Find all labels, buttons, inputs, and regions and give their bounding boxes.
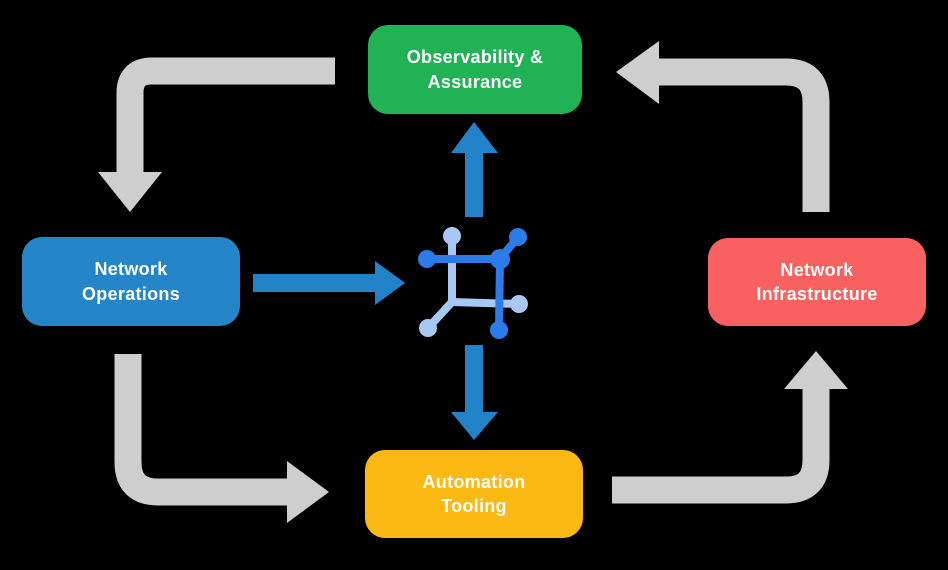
node-observability-assurance: Observability & Assurance xyxy=(368,25,582,114)
node-network-operations-label: Network Operations xyxy=(81,259,181,304)
arrow-platform-to-automation xyxy=(451,345,498,440)
arrow-automation-to-infrastructure xyxy=(612,351,848,504)
node-network-infrastructure-label: Network Infrastructure xyxy=(756,259,878,304)
arrow-operations-to-automation xyxy=(114,354,329,523)
network-chip-icon xyxy=(418,227,528,339)
arrow-operations-to-platform xyxy=(253,261,405,305)
arrow-observability-to-operations xyxy=(98,57,335,212)
node-network-operations: Network Operations xyxy=(22,237,240,326)
node-network-infrastructure: Network Infrastructure xyxy=(708,238,926,326)
arrow-platform-to-observability xyxy=(451,122,498,217)
arrow-infrastructure-to-observability xyxy=(616,41,830,212)
node-automation-tooling: Automation Tooling xyxy=(365,450,583,538)
node-observability-assurance-label: Observability & Assurance xyxy=(406,47,544,92)
node-automation-tooling-label: Automation Tooling xyxy=(422,471,526,516)
